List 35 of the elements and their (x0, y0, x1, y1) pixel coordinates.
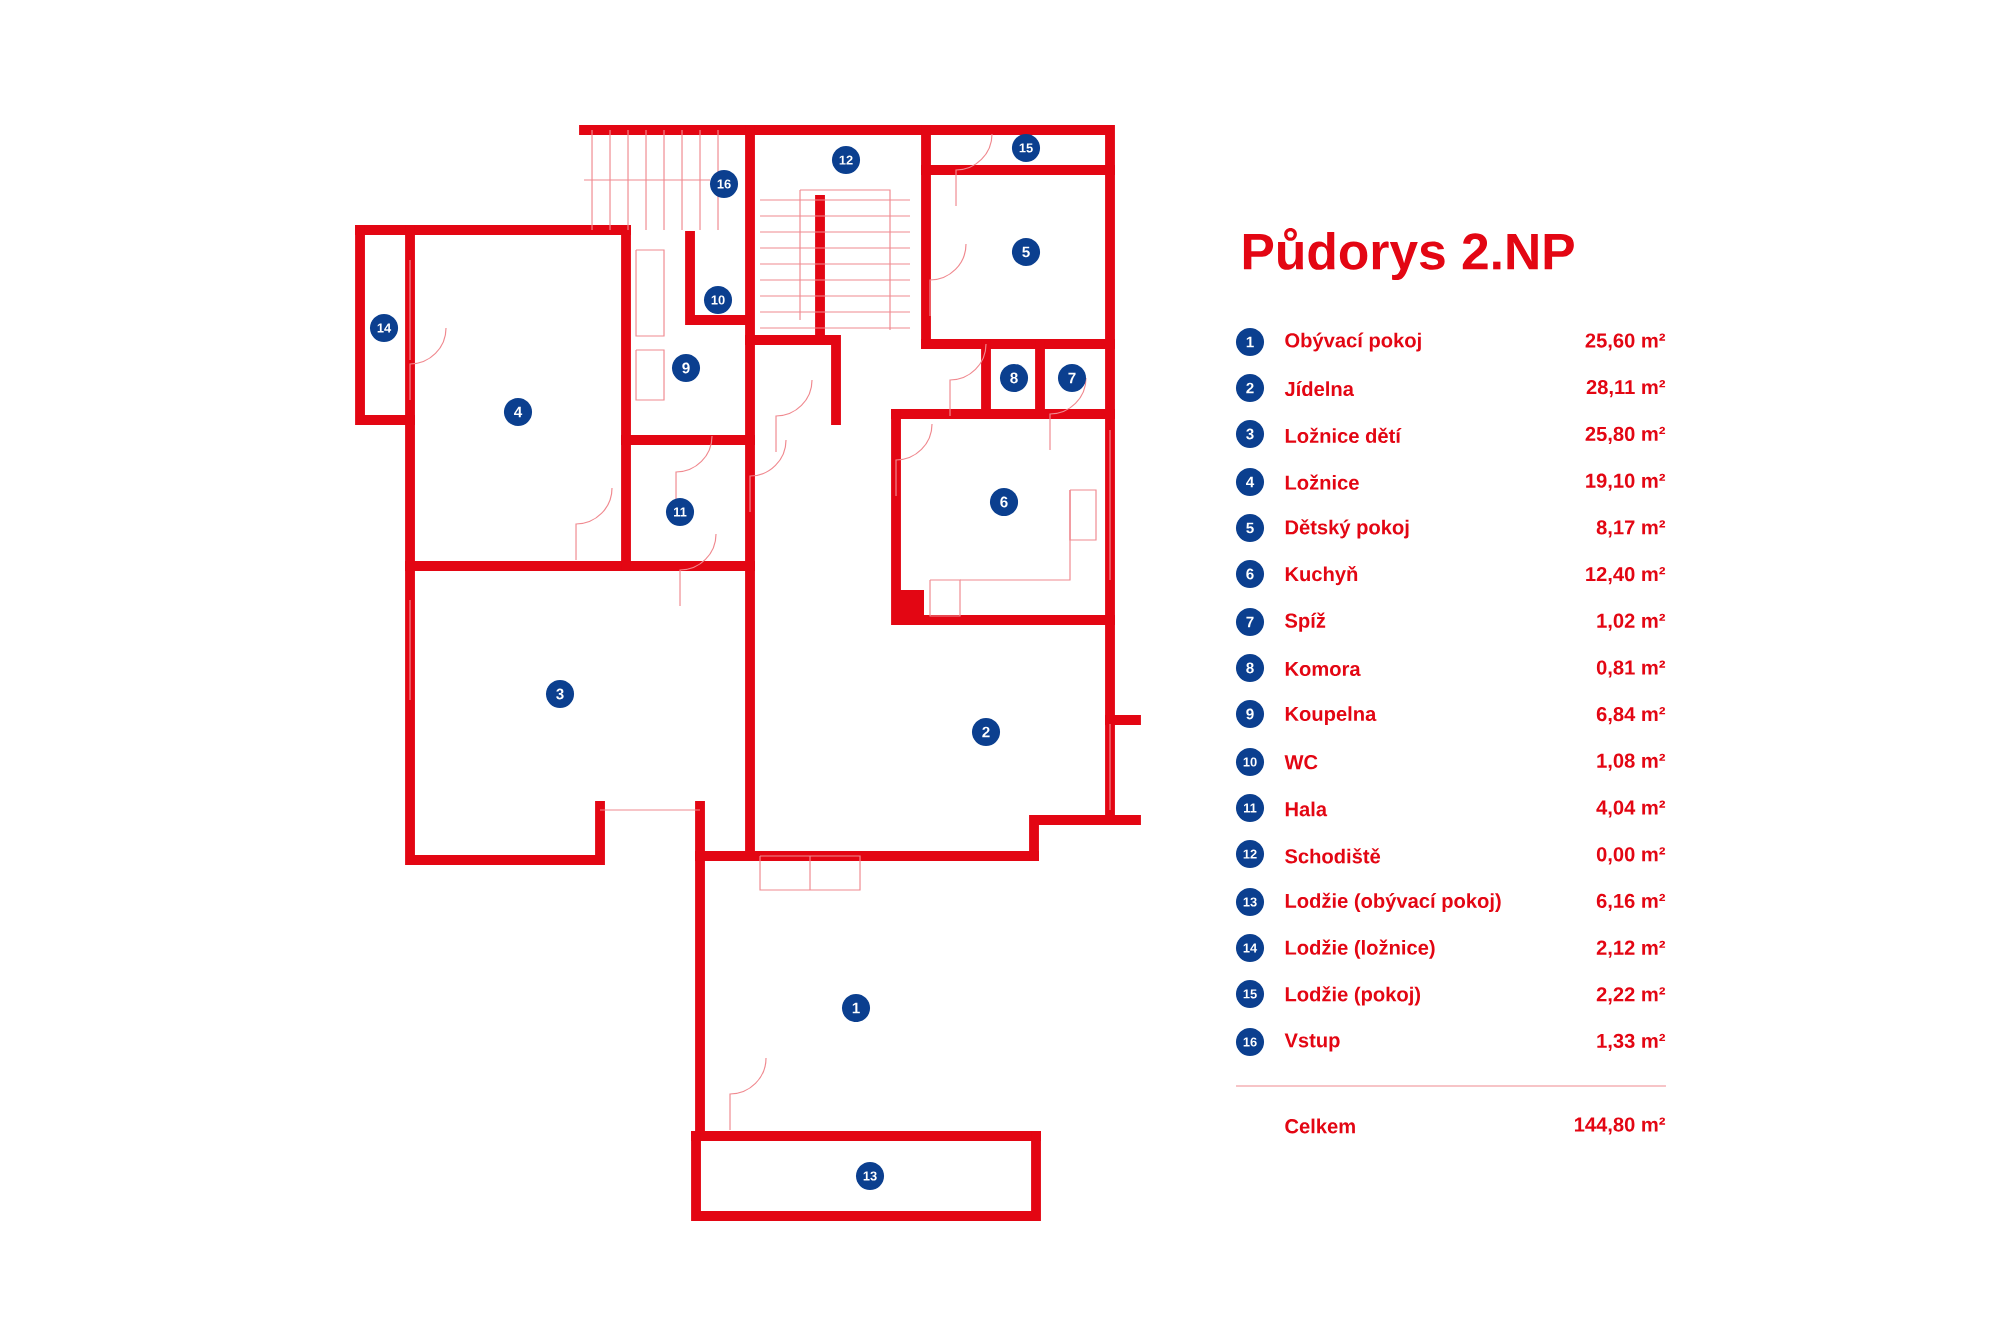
room-area: 6,16 m² (1596, 893, 1666, 911)
room-name: Ložnice (1285, 474, 1359, 490)
room-name: Kuchyň (1285, 566, 1358, 586)
room-name: WC (1284, 755, 1318, 770)
room-name: Hala (1285, 801, 1328, 817)
room-name: Vstup (1284, 1033, 1340, 1052)
room-area: 28,11 m² (1586, 380, 1666, 398)
room-name: Komora (1285, 662, 1361, 676)
room-area: 0,00 m² (1596, 847, 1666, 865)
room-area: 6,84 m² (1596, 707, 1666, 725)
room-name: Lodžie (obývací pokoj) (1285, 892, 1501, 912)
room-name: Jídelna (1284, 381, 1355, 397)
room-area: 1,08 m² (1597, 753, 1666, 771)
room-name: Schodiště (1285, 848, 1381, 864)
room-area: 4,04 m² (1596, 800, 1666, 818)
room-area: 1,33 m² (1597, 1033, 1666, 1051)
room-name: Ložnice dětí (1285, 427, 1402, 443)
room-area: 25,80 m² (1585, 426, 1666, 444)
room-area: 19,10 m² (1586, 473, 1666, 491)
room-area: 2,12 m² (1596, 940, 1666, 958)
room-area: 1,02 m² (1597, 613, 1666, 631)
room-name: Obývací pokoj (1285, 332, 1421, 352)
room-name: Koupelna (1285, 706, 1377, 725)
room-name: Dětský pokoj (1285, 519, 1409, 539)
room-area: 25,60 m² (1585, 333, 1666, 351)
room-name: Spíž (1285, 612, 1326, 632)
room-name: Lodžie (pokoj) (1285, 986, 1420, 1006)
room-name: Lodžie (ložnice) (1285, 939, 1435, 959)
title: Půdorys 2.NP (1243, 227, 1574, 281)
total-label: Celkem (1285, 1118, 1355, 1134)
room-area: 0,81 m² (1596, 660, 1666, 678)
room-area: 8,17 m² (1596, 520, 1666, 538)
room-area: 2,22 m² (1596, 987, 1666, 1005)
room-area: 12,40 m² (1586, 567, 1666, 585)
total-area: 144,80 m² (1574, 1117, 1666, 1135)
